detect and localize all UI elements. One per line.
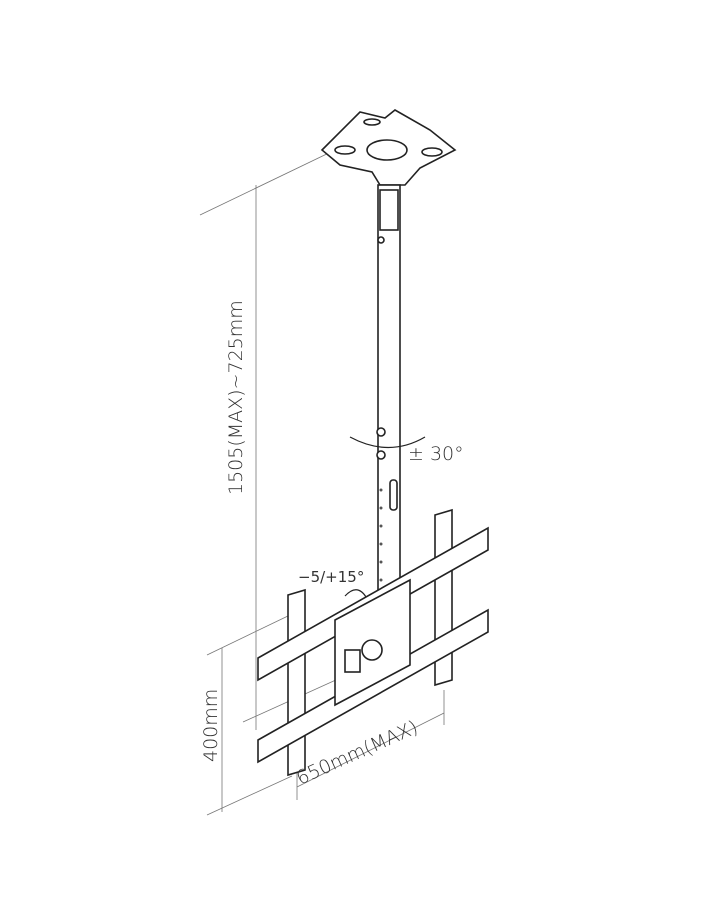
pole [376, 184, 401, 681]
swivel-label: ± 30° [408, 443, 464, 465]
ceiling-plate [320, 109, 457, 186]
vesa-width-dimension [296, 690, 445, 800]
tilt-label: −5/+15° [298, 568, 364, 586]
vesa-height-dimension [206, 614, 293, 816]
vesa-bracket [257, 508, 489, 777]
vesa-height-label: 400mm [200, 689, 222, 762]
height-range-label: 1505(MAX)~725mm [225, 300, 247, 495]
swivel-arrow [349, 436, 426, 449]
